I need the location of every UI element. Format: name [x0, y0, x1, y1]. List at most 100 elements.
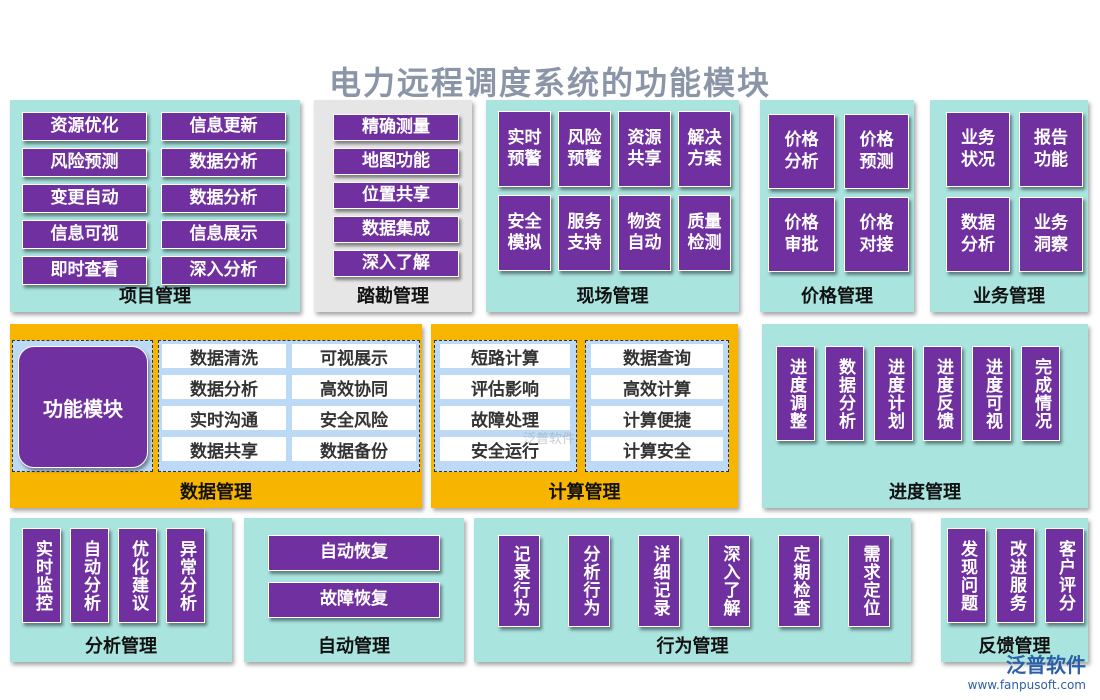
data-mgmt-item[interactable]: 高效协同	[292, 375, 416, 400]
behavior-item[interactable]: 定期检查	[778, 535, 820, 627]
site-item[interactable]: 资源 共享	[618, 111, 671, 187]
behavior-item[interactable]: 需求定位	[848, 535, 890, 627]
analysis-label: 分析管理	[85, 636, 157, 657]
feedback-item[interactable]: 改进服务	[996, 528, 1035, 623]
behavior-item[interactable]: 深入了解	[708, 535, 750, 627]
data-mgmt-item[interactable]: 可视展示	[292, 344, 416, 369]
feedback-grid: 发现问题改进服务客户评分	[947, 528, 1087, 623]
project-item[interactable]: 信息可视	[22, 220, 147, 249]
feedback-item[interactable]: 发现问题	[947, 528, 986, 623]
project-item[interactable]: 信息展示	[161, 220, 286, 249]
site-item[interactable]: 物资 自动	[618, 195, 671, 271]
progress-item[interactable]: 完成情况	[1021, 346, 1060, 441]
core-module: 功能模块	[18, 346, 148, 468]
compute-right-item[interactable]: 数据查询	[591, 344, 723, 369]
site-label: 现场管理	[576, 286, 649, 307]
site-item[interactable]: 安全 模拟	[498, 195, 551, 271]
site-item[interactable]: 风险 预警	[558, 111, 611, 187]
progress-item[interactable]: 进度可视	[972, 346, 1011, 441]
analysis-item[interactable]: 自动分析	[70, 528, 109, 623]
survey-item[interactable]: 地图功能	[333, 148, 459, 175]
compute-right-grid: 数据查询高效计算计算便捷计算安全	[591, 344, 723, 462]
project-item[interactable]: 数据分析	[161, 184, 286, 213]
compute-right-item[interactable]: 计算安全	[591, 437, 723, 462]
behavior-label: 行为管理	[656, 636, 729, 657]
behavior-item[interactable]: 分析行为	[568, 535, 610, 627]
panel-progress: 进度调整数据分析进度计划进度反馈进度可视完成情况 进度管理	[762, 324, 1088, 508]
price-grid: 价格 分析价格 预测价格 审批价格 对接	[768, 114, 909, 272]
data-mgmt-item[interactable]: 数据共享	[162, 437, 286, 462]
project-item[interactable]: 数据分析	[161, 148, 286, 177]
progress-item[interactable]: 进度计划	[874, 346, 913, 441]
business-grid: 业务 状况报告 功能数据 分析业务 洞察	[946, 112, 1083, 272]
data-mgmt-label: 数据管理	[180, 482, 252, 503]
panel-project: 资源优化信息更新风险预测数据分析变更自动数据分析信息可视信息展示即时查看深入分析…	[10, 100, 300, 312]
behavior-grid: 记录行为分析行为详细记录深入了解定期检查需求定位	[498, 535, 898, 627]
compute-right-item[interactable]: 高效计算	[591, 375, 723, 400]
behavior-item[interactable]: 详细记录	[638, 535, 680, 627]
project-item[interactable]: 风险预测	[22, 148, 147, 177]
analysis-grid: 实时监控自动分析优化建议异常分析	[22, 528, 222, 623]
panel-auto: 自动恢复故障恢复 自动管理	[244, 518, 464, 662]
data-mgmt-item[interactable]: 数据清洗	[162, 344, 286, 369]
business-item[interactable]: 业务 状况	[946, 112, 1010, 187]
survey-label: 踏勘管理	[357, 286, 429, 307]
business-item[interactable]: 报告 功能	[1019, 112, 1083, 187]
progress-grid: 进度调整数据分析进度计划进度反馈进度可视完成情况	[776, 346, 1076, 441]
behavior-item[interactable]: 记录行为	[498, 535, 540, 627]
feedback-label: 反馈管理	[978, 636, 1051, 657]
compute-left-item[interactable]: 短路计算	[440, 344, 570, 369]
feedback-item[interactable]: 客户评分	[1045, 528, 1084, 623]
panel-behavior: 记录行为分析行为详细记录深入了解定期检查需求定位 行为管理	[474, 518, 911, 662]
panel-compute: 短路计算评估影响故障处理安全运行 数据查询高效计算计算便捷计算安全 泛普软件 计…	[431, 324, 738, 508]
business-item[interactable]: 数据 分析	[946, 197, 1010, 272]
brand-name: 泛普软件	[1006, 653, 1086, 677]
progress-item[interactable]: 进度反馈	[923, 346, 962, 441]
compute-left-item[interactable]: 故障处理	[440, 406, 570, 431]
data-mgmt-item[interactable]: 安全风险	[292, 406, 416, 431]
analysis-item[interactable]: 异常分析	[166, 528, 205, 623]
compute-left-item[interactable]: 安全运行	[440, 437, 570, 462]
panel-price: 价格 分析价格 预测价格 审批价格 对接 价格管理	[760, 100, 914, 312]
analysis-item[interactable]: 实时监控	[22, 528, 61, 623]
panel-feedback: 发现问题改进服务客户评分 反馈管理	[941, 518, 1088, 662]
project-item[interactable]: 即时查看	[22, 256, 147, 285]
project-item[interactable]: 信息更新	[161, 112, 286, 141]
data-mgmt-item[interactable]: 实时沟通	[162, 406, 286, 431]
site-item[interactable]: 实时 预警	[498, 111, 551, 187]
panel-analysis: 实时监控自动分析优化建议异常分析 分析管理	[10, 518, 232, 662]
auto-item[interactable]: 故障恢复	[268, 582, 440, 618]
site-item[interactable]: 解决 方案	[678, 111, 731, 187]
auto-grid: 自动恢复故障恢复	[268, 535, 440, 618]
project-item[interactable]: 资源优化	[22, 112, 147, 141]
price-item[interactable]: 价格 预测	[844, 114, 909, 189]
data-mgmt-item[interactable]: 数据备份	[292, 437, 416, 462]
site-item[interactable]: 服务 支持	[558, 195, 611, 271]
data-mgmt-item[interactable]: 数据分析	[162, 375, 286, 400]
business-label: 业务管理	[973, 286, 1045, 307]
business-item[interactable]: 业务 洞察	[1019, 197, 1083, 272]
price-item[interactable]: 价格 对接	[844, 197, 909, 272]
survey-item[interactable]: 数据集成	[333, 216, 459, 243]
progress-item[interactable]: 数据分析	[825, 346, 864, 441]
price-item[interactable]: 价格 分析	[768, 114, 835, 189]
price-item[interactable]: 价格 审批	[768, 197, 835, 272]
compute-left-item[interactable]: 评估影响	[440, 375, 570, 400]
site-grid: 实时 预警风险 预警资源 共享解决 方案安全 模拟服务 支持物资 自动质量 检测	[498, 111, 731, 271]
project-item[interactable]: 变更自动	[22, 184, 147, 213]
project-label: 项目管理	[119, 286, 191, 307]
brand-url: www.fanpusoft.com	[967, 678, 1086, 692]
survey-item[interactable]: 深入了解	[333, 250, 459, 277]
project-item[interactable]: 深入分析	[161, 256, 286, 285]
auto-item[interactable]: 自动恢复	[268, 535, 440, 571]
auto-label: 自动管理	[318, 636, 390, 657]
progress-item[interactable]: 进度调整	[776, 346, 815, 441]
survey-item[interactable]: 位置共享	[333, 182, 459, 209]
survey-item[interactable]: 精确测量	[333, 114, 459, 141]
compute-left-grid: 短路计算评估影响故障处理安全运行	[440, 344, 570, 462]
panel-site: 实时 预警风险 预警资源 共享解决 方案安全 模拟服务 支持物资 自动质量 检测…	[486, 100, 739, 312]
site-item[interactable]: 质量 检测	[678, 195, 731, 271]
panel-data-mgmt: 功能模块 数据清洗可视展示数据分析高效协同实时沟通安全风险数据共享数据备份 数据…	[10, 324, 422, 508]
compute-right-item[interactable]: 计算便捷	[591, 406, 723, 431]
analysis-item[interactable]: 优化建议	[118, 528, 157, 623]
